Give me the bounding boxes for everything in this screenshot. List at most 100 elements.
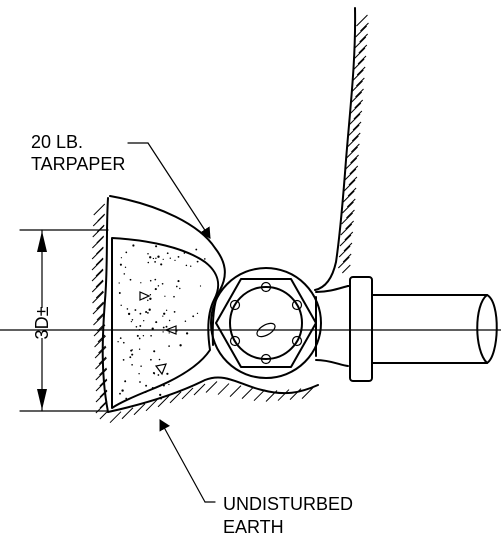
stipple-dot — [147, 261, 150, 264]
stipple-dot — [173, 311, 176, 313]
stipple-dot — [124, 266, 127, 268]
stipple-dot — [159, 393, 162, 397]
stipple-dot — [185, 264, 188, 267]
hatch-mark — [359, 33, 369, 43]
hatch-mark — [345, 220, 354, 230]
stipple-dot — [190, 265, 192, 267]
stipple-dot — [157, 374, 160, 376]
stipple-dot — [173, 295, 175, 298]
left-earth-boundary — [91, 197, 109, 420]
hatch-mark — [93, 203, 106, 216]
stipple-dot — [161, 282, 164, 285]
stipple-dot — [121, 389, 124, 392]
hatch-mark — [301, 387, 314, 399]
stipple-dot — [134, 309, 137, 311]
hatch-mark — [347, 124, 360, 137]
stipple-dot — [152, 371, 155, 375]
hatch-mark — [346, 209, 355, 219]
hatch-mark — [351, 80, 363, 93]
hatch-mark — [352, 58, 365, 71]
stipple-dot — [124, 380, 126, 383]
stipple-dot — [142, 335, 145, 337]
stipple-dot — [143, 320, 145, 322]
stipple-dot — [139, 324, 142, 327]
hatch-mark — [95, 379, 108, 392]
stipple-dot — [165, 325, 168, 328]
hatch-mark — [342, 201, 354, 214]
hatch-mark — [343, 242, 353, 252]
hatch-mark — [345, 157, 358, 170]
stipple-dot — [149, 279, 152, 282]
stipple-dot — [169, 257, 171, 259]
stipple-dot — [183, 252, 186, 254]
stipple-dot — [129, 356, 132, 359]
tarpaper-label-line2: TARPAPER — [31, 154, 125, 174]
hatch-mark — [353, 47, 366, 60]
hatch-mark — [347, 187, 357, 197]
bottom-earth-boundary — [107, 376, 319, 424]
stipple-dot — [185, 332, 189, 335]
stipple-dot — [150, 358, 152, 361]
stipple-dot — [122, 341, 125, 344]
stipple-dot — [184, 320, 187, 323]
hatch-mark — [96, 301, 104, 310]
hatch-mark — [95, 290, 104, 299]
dimension-3d — [19, 229, 109, 412]
earth-leader — [159, 419, 216, 503]
hatch-mark — [217, 383, 230, 395]
hatch-mark — [355, 77, 365, 87]
stipple-dot — [155, 245, 158, 248]
stipple-dot — [125, 251, 128, 254]
stipple-dot — [164, 295, 166, 297]
hatch-mark — [289, 388, 302, 400]
hatch-mark — [344, 231, 354, 241]
tarpaper-leader — [127, 142, 211, 239]
stipple-dot — [147, 299, 149, 302]
hatch-mark — [95, 390, 108, 403]
hatch-mark — [337, 256, 350, 269]
stipple-dot — [165, 309, 168, 311]
hatch-mark — [241, 387, 254, 399]
hatch-mark — [229, 385, 242, 397]
hatch-mark — [341, 212, 353, 225]
hatch-mark — [91, 247, 104, 260]
stipple-dot — [154, 278, 157, 281]
stipple-dot — [136, 334, 139, 337]
hatch-mark — [354, 36, 367, 49]
stipple-dot — [148, 308, 151, 311]
stipple-dot — [163, 312, 166, 315]
stipple-dot — [119, 263, 122, 266]
stipple-dot — [154, 288, 157, 291]
stipple-dot — [120, 257, 123, 259]
stipple-dot — [155, 321, 158, 324]
hatch-mark — [339, 234, 352, 247]
pipe-fitting — [210, 267, 373, 382]
stipple-dot — [177, 280, 180, 283]
hatch-mark — [95, 257, 104, 266]
stipple-dot — [118, 282, 120, 284]
stipple-dot — [135, 326, 138, 328]
stipple-dot — [145, 384, 148, 387]
hatch-mark — [109, 411, 122, 424]
stipple-dot — [140, 282, 142, 284]
hatch-mark — [342, 253, 352, 263]
hatch-mark — [354, 99, 364, 109]
hatch-mark — [360, 22, 369, 32]
hatch-mark — [95, 357, 107, 370]
hatch-mark — [98, 345, 106, 354]
stipple-dot — [160, 263, 163, 266]
stipple-dot — [179, 287, 181, 290]
hatch-mark — [92, 291, 104, 304]
hatch-mark — [353, 110, 363, 120]
hatch-mark — [347, 135, 359, 148]
hatch-mark — [344, 168, 357, 181]
hatch-mark — [157, 395, 170, 408]
pipe-section — [371, 294, 498, 364]
stipple-dot — [199, 285, 202, 287]
stipple-dot — [168, 319, 171, 322]
stipple-dot — [147, 312, 149, 314]
hatch-mark — [356, 14, 368, 27]
hatch-mark — [95, 268, 104, 277]
stipple-dot — [138, 337, 141, 340]
